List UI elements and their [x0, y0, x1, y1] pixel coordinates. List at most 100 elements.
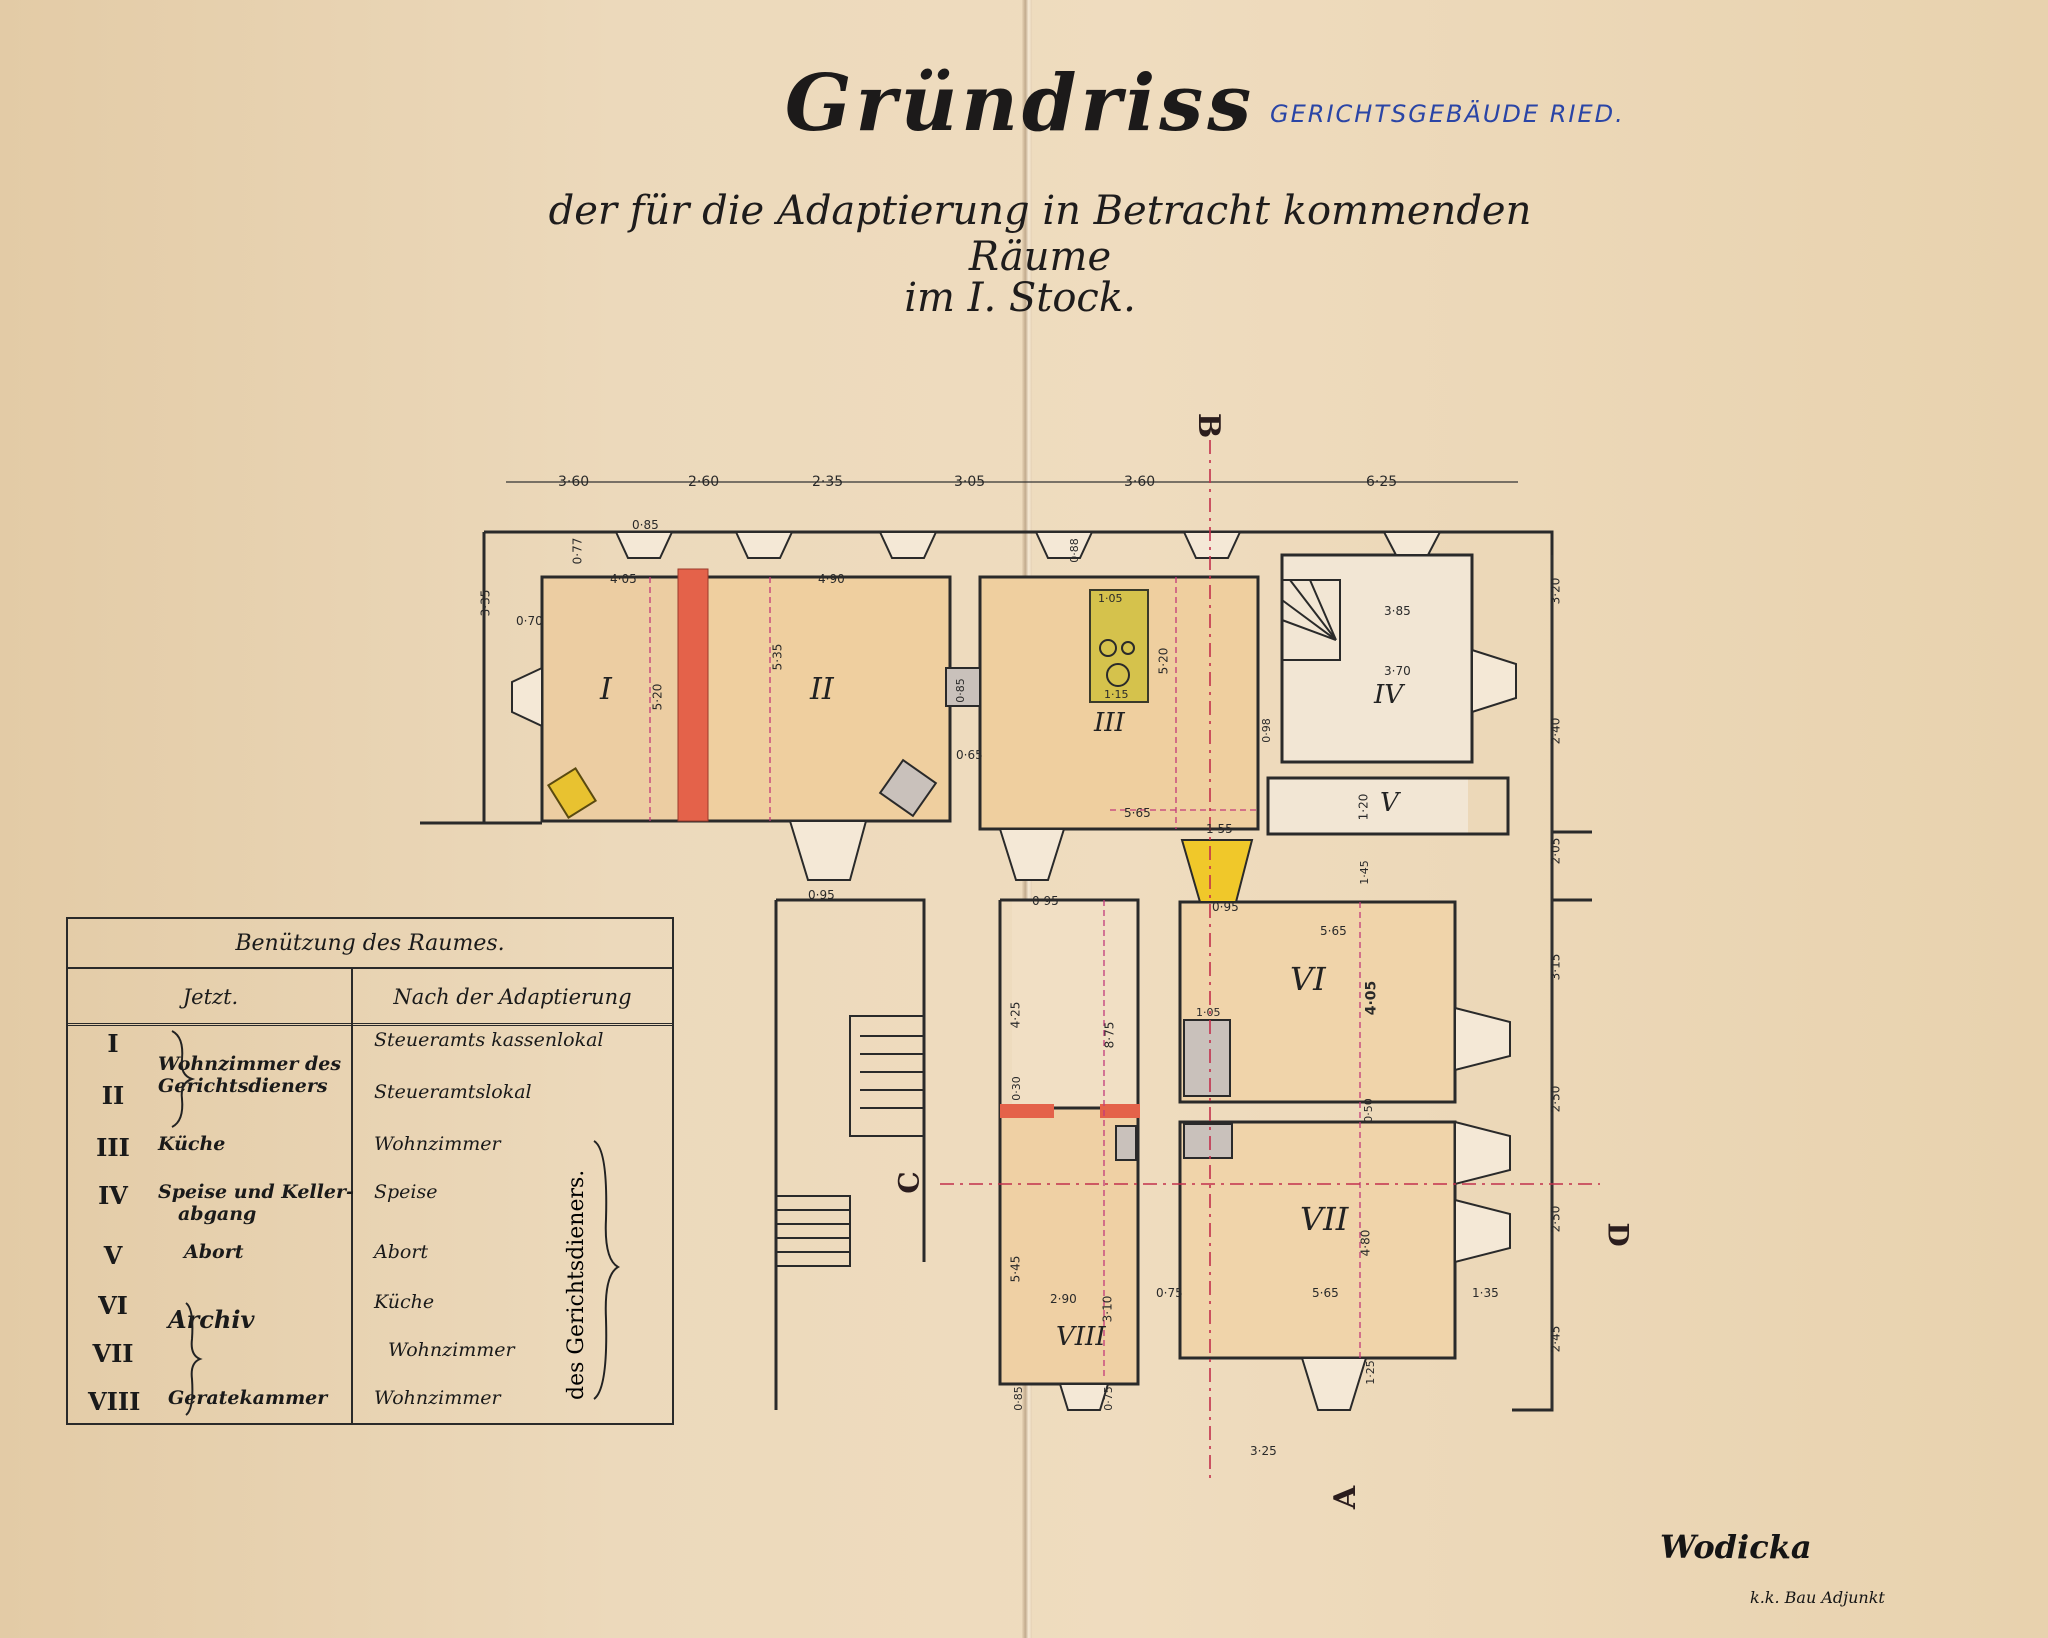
dim-r1-window: 0·85: [632, 518, 659, 532]
legend-num: I: [107, 1029, 119, 1058]
dim-r3-height: 5·20: [1156, 647, 1171, 675]
dim-top-6: 6·25: [1366, 474, 1398, 490]
window-15: [511, 666, 543, 728]
dimension-lines: [506, 481, 1553, 1410]
legend-now: Speise und Keller-: [158, 1181, 354, 1203]
legend-row-1: I Wohnzimmer des Steueramts kassenlokal: [68, 1029, 672, 1075]
legend-num: V: [103, 1241, 123, 1270]
spiral-stair: [1281, 579, 1341, 661]
dim-r3-chimney: 1·55: [1206, 822, 1233, 836]
room-v-fill: [1268, 778, 1468, 834]
legend-num: VIII: [88, 1387, 141, 1416]
dim-r6-width: 5·65: [1320, 924, 1347, 938]
dim-r4-height: 3·70: [1384, 664, 1411, 678]
wall-room-v: [1266, 776, 1510, 836]
dim-r7-side: 1·35: [1472, 1286, 1499, 1300]
wall-room-vii: [1178, 1120, 1457, 1360]
yellow-tile: [546, 767, 598, 819]
legend-after: Speise: [374, 1181, 438, 1203]
window-12: [1454, 1120, 1511, 1186]
room-label-i: I: [600, 672, 612, 707]
room-label-vi: VI: [1290, 960, 1326, 998]
dim-top-2: 2·60: [688, 474, 720, 490]
window-9: [1300, 1357, 1368, 1411]
dim-r8-left: 4·25: [1008, 1001, 1023, 1029]
section-axes: [940, 440, 1600, 1480]
legend-side-label: des Gerichtsdieners.: [564, 1169, 589, 1400]
legend-title: Benützung des Raumes.: [68, 919, 672, 969]
dim-top-1: 3·60: [558, 474, 590, 490]
wall-room-viii: [998, 1106, 1140, 1386]
grey-niche-1: [1183, 1019, 1231, 1097]
wall-room-iii: [978, 575, 1260, 831]
dim-r3-width: 5·65: [1124, 806, 1151, 820]
room-label-ii: II: [810, 672, 834, 707]
legend-row-7: VII Wohnzimmer: [68, 1339, 672, 1379]
window-3: [878, 531, 938, 559]
wall-corridor: [998, 898, 1140, 1108]
dim-r8-b2: 0·85: [1011, 1386, 1025, 1411]
room-vii-fill: [1180, 1122, 1455, 1358]
dim-r7-left: 0·75: [1156, 1286, 1183, 1300]
red-stub-2: [1100, 1104, 1140, 1118]
legend-num: IV: [98, 1181, 128, 1210]
window-5: [1182, 531, 1242, 559]
page-title: Gründriss: [784, 58, 1256, 149]
window-11: [1454, 1006, 1511, 1072]
legend-now-2: abgang: [178, 1203, 257, 1225]
window-13: [1454, 1198, 1511, 1264]
dim-r1-width: 4·05: [610, 572, 637, 586]
legend-row-5: V Abort Abort: [68, 1241, 672, 1281]
dim-r7-mid: 0·50: [1361, 1098, 1375, 1123]
legend-after: Wohnzimmer: [374, 1133, 501, 1155]
building-stamp: GERICHTSGEBÄUDE RIED.: [1270, 100, 1625, 128]
dim-r6-top: 1·45: [1357, 860, 1371, 885]
dim-r8-height: 3·10: [1100, 1295, 1115, 1323]
legend-row-3: III Küche Wohnzimmer: [68, 1133, 672, 1173]
signature: Wodicka: [1660, 1528, 1812, 1566]
stove-burner-3: [1106, 663, 1130, 687]
signature-title: k.k. Bau Adjunkt: [1750, 1588, 1885, 1607]
legend-col-after: Nach der Adaptierung: [353, 969, 672, 1026]
legend-now: Abort: [184, 1241, 244, 1263]
yellow-chimney: [1180, 839, 1254, 903]
wall-room-vi: [1178, 900, 1457, 1104]
dim-bottom: 3·25: [1250, 1444, 1277, 1458]
dim-top-3: 2·35: [812, 474, 844, 490]
legend-after: Küche: [374, 1291, 435, 1313]
dim-r5-height: 1·20: [1356, 793, 1371, 821]
legend-num: II: [101, 1081, 125, 1110]
legend-after: Steueramtslokal: [374, 1081, 532, 1103]
room-label-viii: VIII: [1056, 1322, 1106, 1352]
legend-now: Wohnzimmer des: [158, 1053, 342, 1075]
window-8: [998, 828, 1066, 881]
dim-r8-top: 0·95: [808, 888, 835, 902]
stove-burner-1: [1099, 639, 1117, 657]
legend-now: Gerichtsdieners: [158, 1075, 328, 1097]
legend-after: Steueramts kassenlokal: [374, 1029, 604, 1051]
room-iv-fill: [1282, 555, 1472, 762]
wall-stair-hall: [774, 898, 926, 1410]
stair-upper: [849, 1015, 925, 1137]
legend-now: Küche: [158, 1133, 226, 1155]
dim-right-5: 2·50: [1548, 1085, 1563, 1113]
dim-r1-height: 5·20: [650, 683, 665, 711]
legend-now: Archiv: [168, 1305, 255, 1334]
legend-num: VII: [92, 1339, 134, 1368]
dim-r1-wall: 0·70: [516, 614, 543, 628]
axis-label-a: A: [1328, 1485, 1364, 1510]
dim-top-4: 3·05: [954, 474, 986, 490]
dim-r8-corridor: 8·75: [1102, 1021, 1117, 1049]
dim-r8-lo2: 0·30: [1009, 1076, 1023, 1101]
grey-pillar: [945, 667, 981, 707]
room-label-iii: III: [1094, 708, 1125, 738]
legend-row-6: VI Archiv Küche: [68, 1291, 672, 1334]
red-partition: [677, 568, 709, 822]
legend-num: VI: [98, 1291, 128, 1320]
dim-r6-height: 4·05: [1363, 980, 1380, 1016]
dim-corr-top: 0·95: [1032, 894, 1059, 908]
dim-r2-height: 5·35: [770, 643, 785, 671]
dim-right-1: 3·20: [1548, 577, 1563, 605]
window-14: [1471, 648, 1517, 714]
page-subtitle: der für die Adaptierung in Betracht komm…: [548, 188, 1532, 280]
